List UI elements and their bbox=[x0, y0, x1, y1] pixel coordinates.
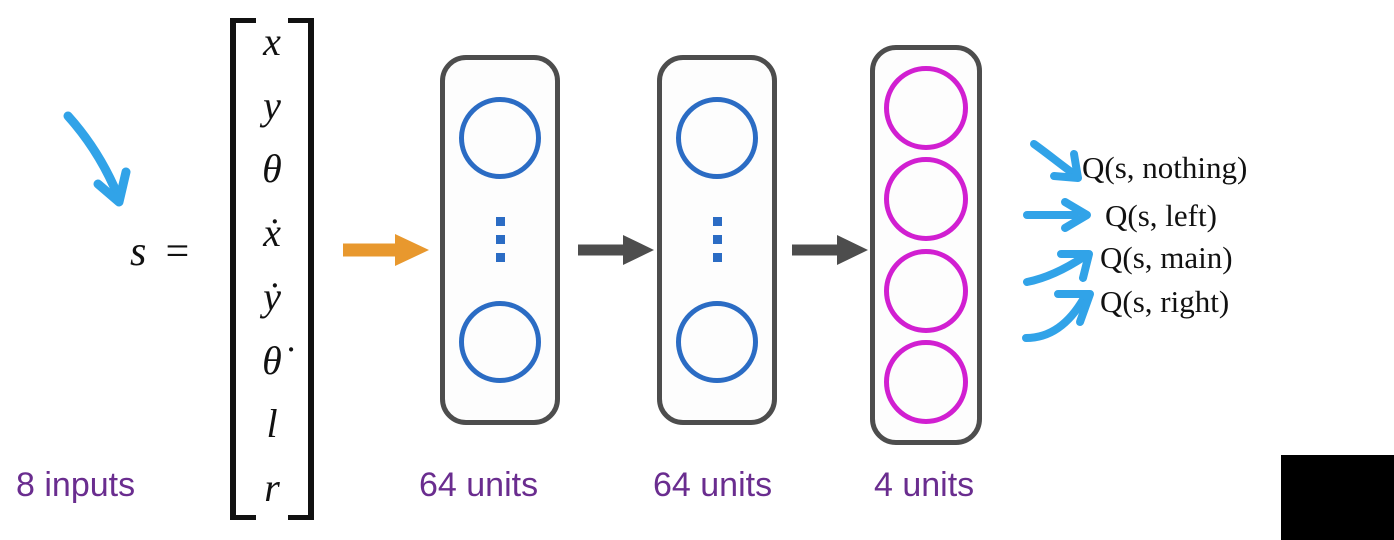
hidden-node bbox=[676, 97, 758, 180]
q-left-label: Q(s, left) bbox=[1105, 198, 1217, 233]
state-vector-brackets: x y θ ẋ ẏ θ̇ l r bbox=[230, 18, 314, 520]
q-right-arrow-icon bbox=[1022, 290, 1094, 342]
q-right-label: Q(s, right) bbox=[1100, 284, 1230, 319]
output-node bbox=[884, 65, 968, 150]
output-layer-label: 4 units bbox=[874, 466, 975, 504]
hidden-layer-2-box[interactable] bbox=[657, 55, 777, 425]
q-main-label: Q(s, main) bbox=[1100, 240, 1233, 275]
q-left-arrow-icon bbox=[1023, 198, 1091, 232]
vertical-ellipsis-icon bbox=[495, 217, 505, 263]
layer-arrow-2-icon bbox=[792, 235, 868, 265]
q-nothing-label: Q(s, nothing) bbox=[1082, 150, 1248, 185]
state-vector-elements: x y θ ẋ ẏ θ̇ l r bbox=[248, 18, 296, 510]
state-element: ẋ bbox=[263, 210, 281, 256]
state-vector-group: s = x y θ ẋ ẏ θ̇ l r bbox=[130, 10, 330, 520]
hidden-layer-2-label: 64 units bbox=[653, 466, 773, 504]
output-node bbox=[884, 340, 968, 425]
bracket-right-icon bbox=[288, 18, 314, 520]
black-block bbox=[1281, 455, 1394, 540]
state-symbol-label: s = bbox=[130, 229, 195, 275]
hidden-layer-1-box[interactable] bbox=[440, 55, 560, 425]
q-main-arrow-icon bbox=[1023, 250, 1093, 286]
input-annotation-arrow-icon bbox=[63, 111, 131, 207]
layer-arrow-1-icon bbox=[578, 235, 654, 265]
state-element: l bbox=[266, 401, 278, 447]
state-element: x bbox=[263, 19, 281, 64]
output-layer-box[interactable] bbox=[870, 45, 982, 445]
state-element: r bbox=[264, 464, 280, 510]
hidden-layer-1-label: 64 units bbox=[419, 466, 539, 504]
output-node bbox=[884, 157, 968, 242]
hidden-node bbox=[459, 300, 541, 383]
state-element: θ bbox=[262, 146, 282, 192]
hidden-node bbox=[459, 97, 541, 180]
state-element: θ̇ bbox=[262, 337, 282, 383]
q-nothing-arrow-icon bbox=[1030, 140, 1082, 182]
hidden-node bbox=[676, 300, 758, 383]
state-element: ẏ bbox=[263, 273, 281, 319]
output-node bbox=[884, 248, 968, 333]
input-count-label: 8 inputs bbox=[16, 466, 136, 504]
bracket-left-icon bbox=[230, 18, 256, 520]
state-element: y bbox=[263, 82, 281, 128]
input-arrow-icon bbox=[343, 234, 429, 266]
vertical-ellipsis-icon bbox=[712, 217, 722, 263]
